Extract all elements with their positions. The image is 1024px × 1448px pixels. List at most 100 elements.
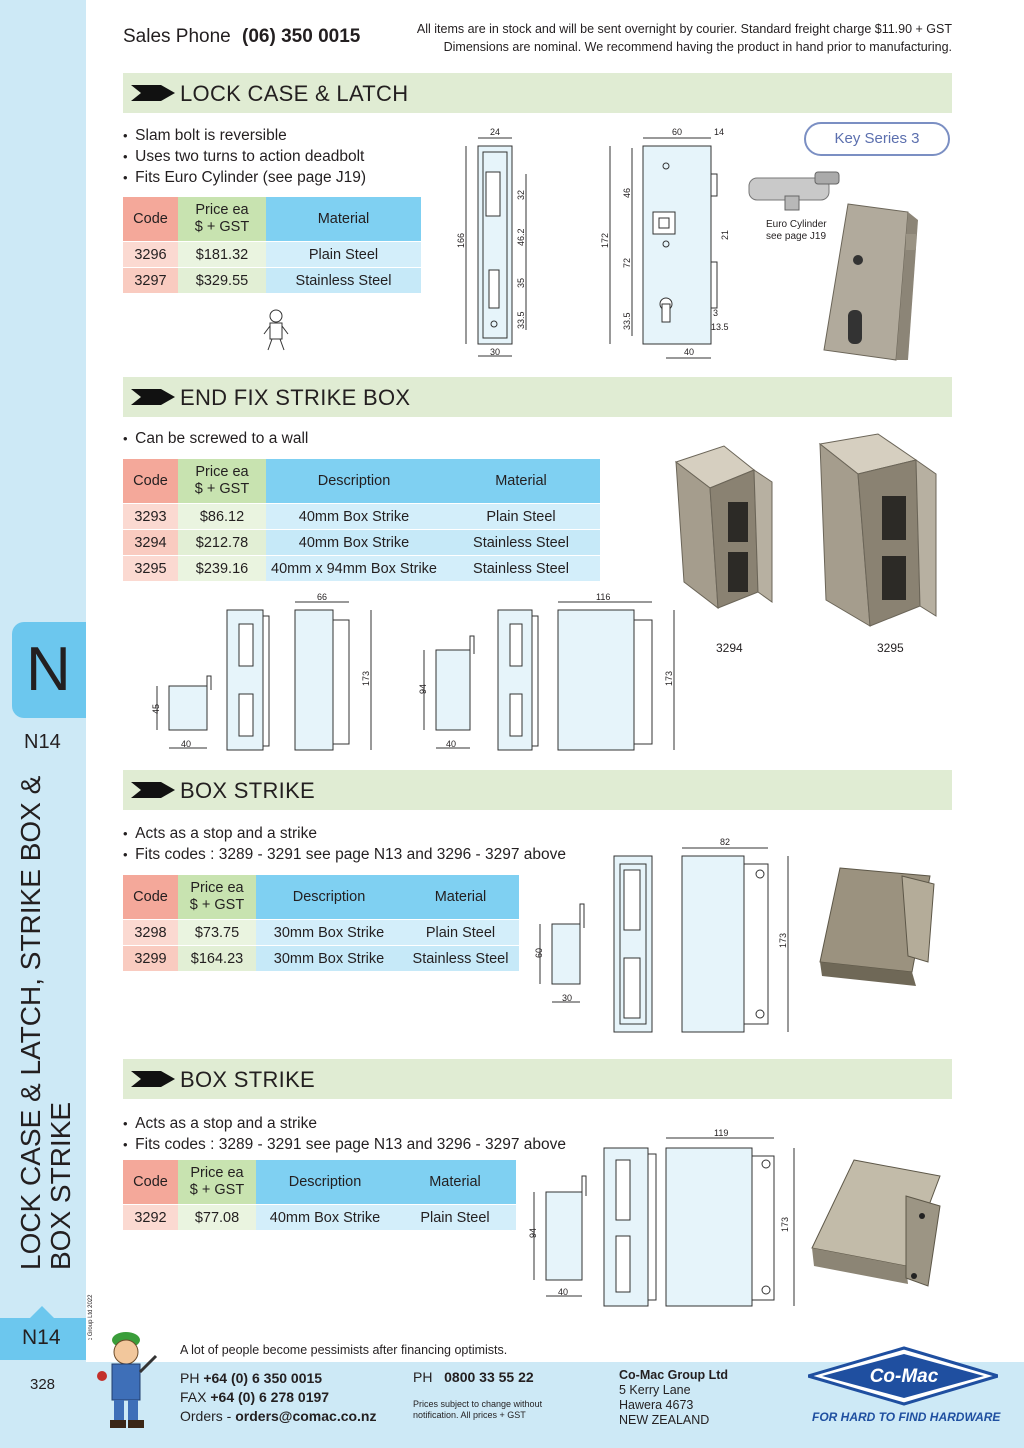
- section-bar-box-strike: BOX STRIKE: [123, 770, 952, 810]
- bullet-list: Slam bolt is reversible Uses two turns t…: [123, 125, 366, 188]
- lock-case-photo: [823, 203, 918, 361]
- cell-price: $181.32: [178, 241, 266, 268]
- header-material: Material: [266, 197, 421, 242]
- table-header: Code Price ea$ + GST Description Materia…: [123, 459, 600, 504]
- cylinder-caption-line1: Euro Cylinder: [766, 219, 827, 230]
- box-strike-40-photo: [811, 1159, 941, 1287]
- footer-address: Co-Mac Group Ltd 5 Kerry Lane Hawera 467…: [619, 1368, 728, 1428]
- cell-code: 3293: [123, 503, 178, 530]
- table-row: 3295 $239.16 40mm x 94mm Box Strike Stai…: [123, 555, 600, 581]
- cylinder-caption-line2: see page J19: [766, 231, 827, 242]
- photo-label-3295: 3295: [877, 641, 904, 655]
- dim-label: 40: [558, 1287, 568, 1297]
- header-price: Price ea$ + GST: [178, 1160, 256, 1205]
- cell-material: Stainless Steel: [442, 555, 600, 581]
- cell-code: 3294: [123, 529, 178, 556]
- end-fix-40-drawing: 45 40 66 173: [151, 592, 372, 751]
- disclaimer-line1: Prices subject to change without: [413, 1399, 543, 1409]
- cell-material: Stainless Steel: [266, 267, 421, 293]
- dim-label: 116: [596, 592, 610, 602]
- page-code-tab: N14: [0, 1306, 86, 1360]
- dim-label: 72: [622, 258, 632, 268]
- dim-label: 173: [664, 671, 674, 686]
- cell-material: Plain Steel: [402, 919, 519, 946]
- price-table: Code Price ea$ + GST Description Materia…: [123, 1160, 516, 1230]
- cylinder-caption: Euro Cylinder see page J19: [766, 219, 827, 243]
- logo-text: Co-Mac: [870, 1366, 939, 1387]
- bullet-item: Slam bolt is reversible: [123, 125, 366, 146]
- lock-case-side-drawing: 24 166 32 46.2 35 33.5 30: [456, 127, 527, 357]
- address-line1: 5 Kerry Lane: [619, 1383, 691, 1397]
- free-ph-number: 0800 33 55 22: [444, 1369, 534, 1385]
- dim-label: 46.2: [516, 228, 526, 246]
- end-fix-94-drawing: 94 40 116 173: [418, 592, 675, 751]
- table-row: 3297 $329.55 Stainless Steel: [123, 267, 421, 293]
- section-title: LOCK CASE & LATCH: [180, 81, 409, 106]
- table-row: 3293 $86.12 40mm Box Strike Plain Steel: [123, 503, 600, 530]
- cell-code: 3298: [123, 919, 178, 946]
- cell-description: 40mm Box Strike: [266, 529, 442, 556]
- dim-label: 173: [780, 1217, 790, 1232]
- cell-price: $329.55: [178, 267, 266, 293]
- header-material: Material: [394, 1160, 516, 1205]
- page-number: 328: [30, 1376, 56, 1393]
- dim-label: 172: [600, 233, 610, 248]
- header-material: Material: [442, 459, 600, 504]
- cell-price: $239.16: [178, 555, 266, 581]
- euro-cylinder-image: [748, 171, 840, 211]
- arrow-icon: [131, 1071, 175, 1087]
- ph-label: PH: [180, 1370, 200, 1386]
- dim-label: 166: [456, 233, 466, 248]
- dim-label: 30: [490, 347, 500, 357]
- dim-label: 40: [446, 739, 456, 749]
- cell-price: $164.23: [178, 945, 256, 971]
- bullet-item: Fits codes : 3289 - 3291 see page N13 an…: [123, 844, 566, 865]
- table-header: Code Price ea$ + GST Material: [123, 197, 421, 242]
- table-row: 3292 $77.08 40mm Box Strike Plain Steel: [123, 1204, 516, 1230]
- dim-label: 14: [714, 127, 724, 137]
- dim-label: 119: [714, 1128, 728, 1138]
- section-letter: N: [26, 635, 71, 704]
- table-row: 3299 $164.23 30mm Box Strike Stainless S…: [123, 945, 519, 971]
- header-code: Code: [123, 459, 178, 504]
- section-bar-end-fix: END FIX STRIKE BOX: [123, 377, 952, 417]
- lock-case-front-drawing: 60 14 172 46 72 33.5 21 3 13.5 40: [600, 127, 730, 359]
- orders-email[interactable]: orders@comac.co.nz: [235, 1408, 377, 1424]
- freight-notice: All items are in stock and will be sent …: [372, 20, 952, 56]
- product-photo-3294: [674, 445, 773, 610]
- bullet-item: Acts as a stop and a strike: [123, 823, 566, 844]
- price-table: Code Price ea$ + GST Description Materia…: [123, 875, 519, 971]
- header-description: Description: [256, 1160, 394, 1205]
- fax-number: +64 (0) 6 278 0197: [210, 1389, 330, 1405]
- cell-material: Plain Steel: [442, 503, 600, 530]
- address-line3: NEW ZEALAND: [619, 1413, 710, 1427]
- vertical-title: LOCK CASE & LATCH, STRIKE BOX & BOX STRI…: [15, 776, 76, 1270]
- header-description: Description: [266, 459, 442, 504]
- cell-price: $86.12: [178, 503, 266, 530]
- dim-label: 60: [672, 127, 682, 137]
- arrow-icon: [131, 85, 175, 101]
- mascot-icon: [263, 309, 289, 351]
- comac-logo: Co-Mac: [808, 1346, 998, 1406]
- header-code: Code: [123, 197, 178, 242]
- bullet-item: Acts as a stop and a strike: [123, 1113, 566, 1134]
- cell-code: 3292: [123, 1204, 178, 1230]
- cell-price: $73.75: [178, 919, 256, 946]
- cell-code: 3297: [123, 267, 178, 293]
- cell-material: Plain Steel: [266, 241, 421, 268]
- dim-label: 21: [720, 230, 730, 240]
- cell-code: 3296: [123, 241, 178, 268]
- cell-price: $77.08: [178, 1204, 256, 1230]
- dim-label: 40: [181, 739, 191, 749]
- bullet-item: Fits codes : 3289 - 3291 see page N13 an…: [123, 1134, 566, 1155]
- dim-label: 40: [684, 347, 694, 357]
- footer-divider: [86, 1340, 1024, 1362]
- company-name: Co-Mac Group Ltd: [619, 1368, 729, 1382]
- key-series-badge: Key Series 3: [804, 122, 950, 156]
- arrow-icon: [131, 782, 175, 798]
- dim-label: 32: [516, 190, 526, 200]
- photo-label-3294: 3294: [716, 641, 743, 655]
- table-header: Code Price ea$ + GST Description Materia…: [123, 875, 519, 920]
- section-tab: N: [12, 622, 86, 718]
- orders-label: Orders -: [180, 1408, 232, 1424]
